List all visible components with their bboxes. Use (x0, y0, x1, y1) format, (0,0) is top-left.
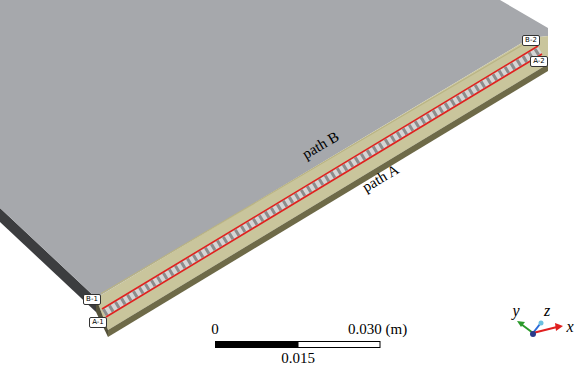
weld-bead (104, 50, 540, 313)
scale-bar-white (298, 342, 380, 348)
weld-band (96, 36, 548, 330)
tag-text: A-1 (92, 318, 104, 327)
path-line (107, 66, 530, 317)
axis-label: z (544, 302, 550, 319)
x-arrowhead (555, 323, 563, 331)
scale-label: 0.030 (m) (348, 321, 407, 338)
z-marker (539, 321, 544, 326)
x-axis (533, 327, 557, 333)
bead-outline (106, 54, 542, 317)
axis-label: x (566, 318, 573, 335)
point-tag: B-2 (522, 35, 540, 46)
axis-label: y (512, 302, 519, 319)
point-tag: B-1 (83, 294, 101, 305)
bead-outline (102, 46, 538, 309)
point-tag: A-1 (89, 317, 107, 328)
tag-text: B-1 (86, 295, 98, 304)
path-line (101, 45, 522, 294)
scale-bar-black (215, 341, 298, 348)
point-tag: A-2 (530, 56, 548, 67)
scale-label: 0 (211, 321, 219, 338)
tag-text: B-2 (525, 36, 537, 45)
y-arrowhead (517, 321, 525, 327)
weld-ripples (104, 50, 540, 313)
plate-top (0, 0, 548, 298)
scale-label: 0.015 (281, 350, 315, 367)
band-front (108, 64, 548, 337)
tag-text: A-2 (533, 57, 545, 66)
axis-origin (530, 331, 536, 337)
